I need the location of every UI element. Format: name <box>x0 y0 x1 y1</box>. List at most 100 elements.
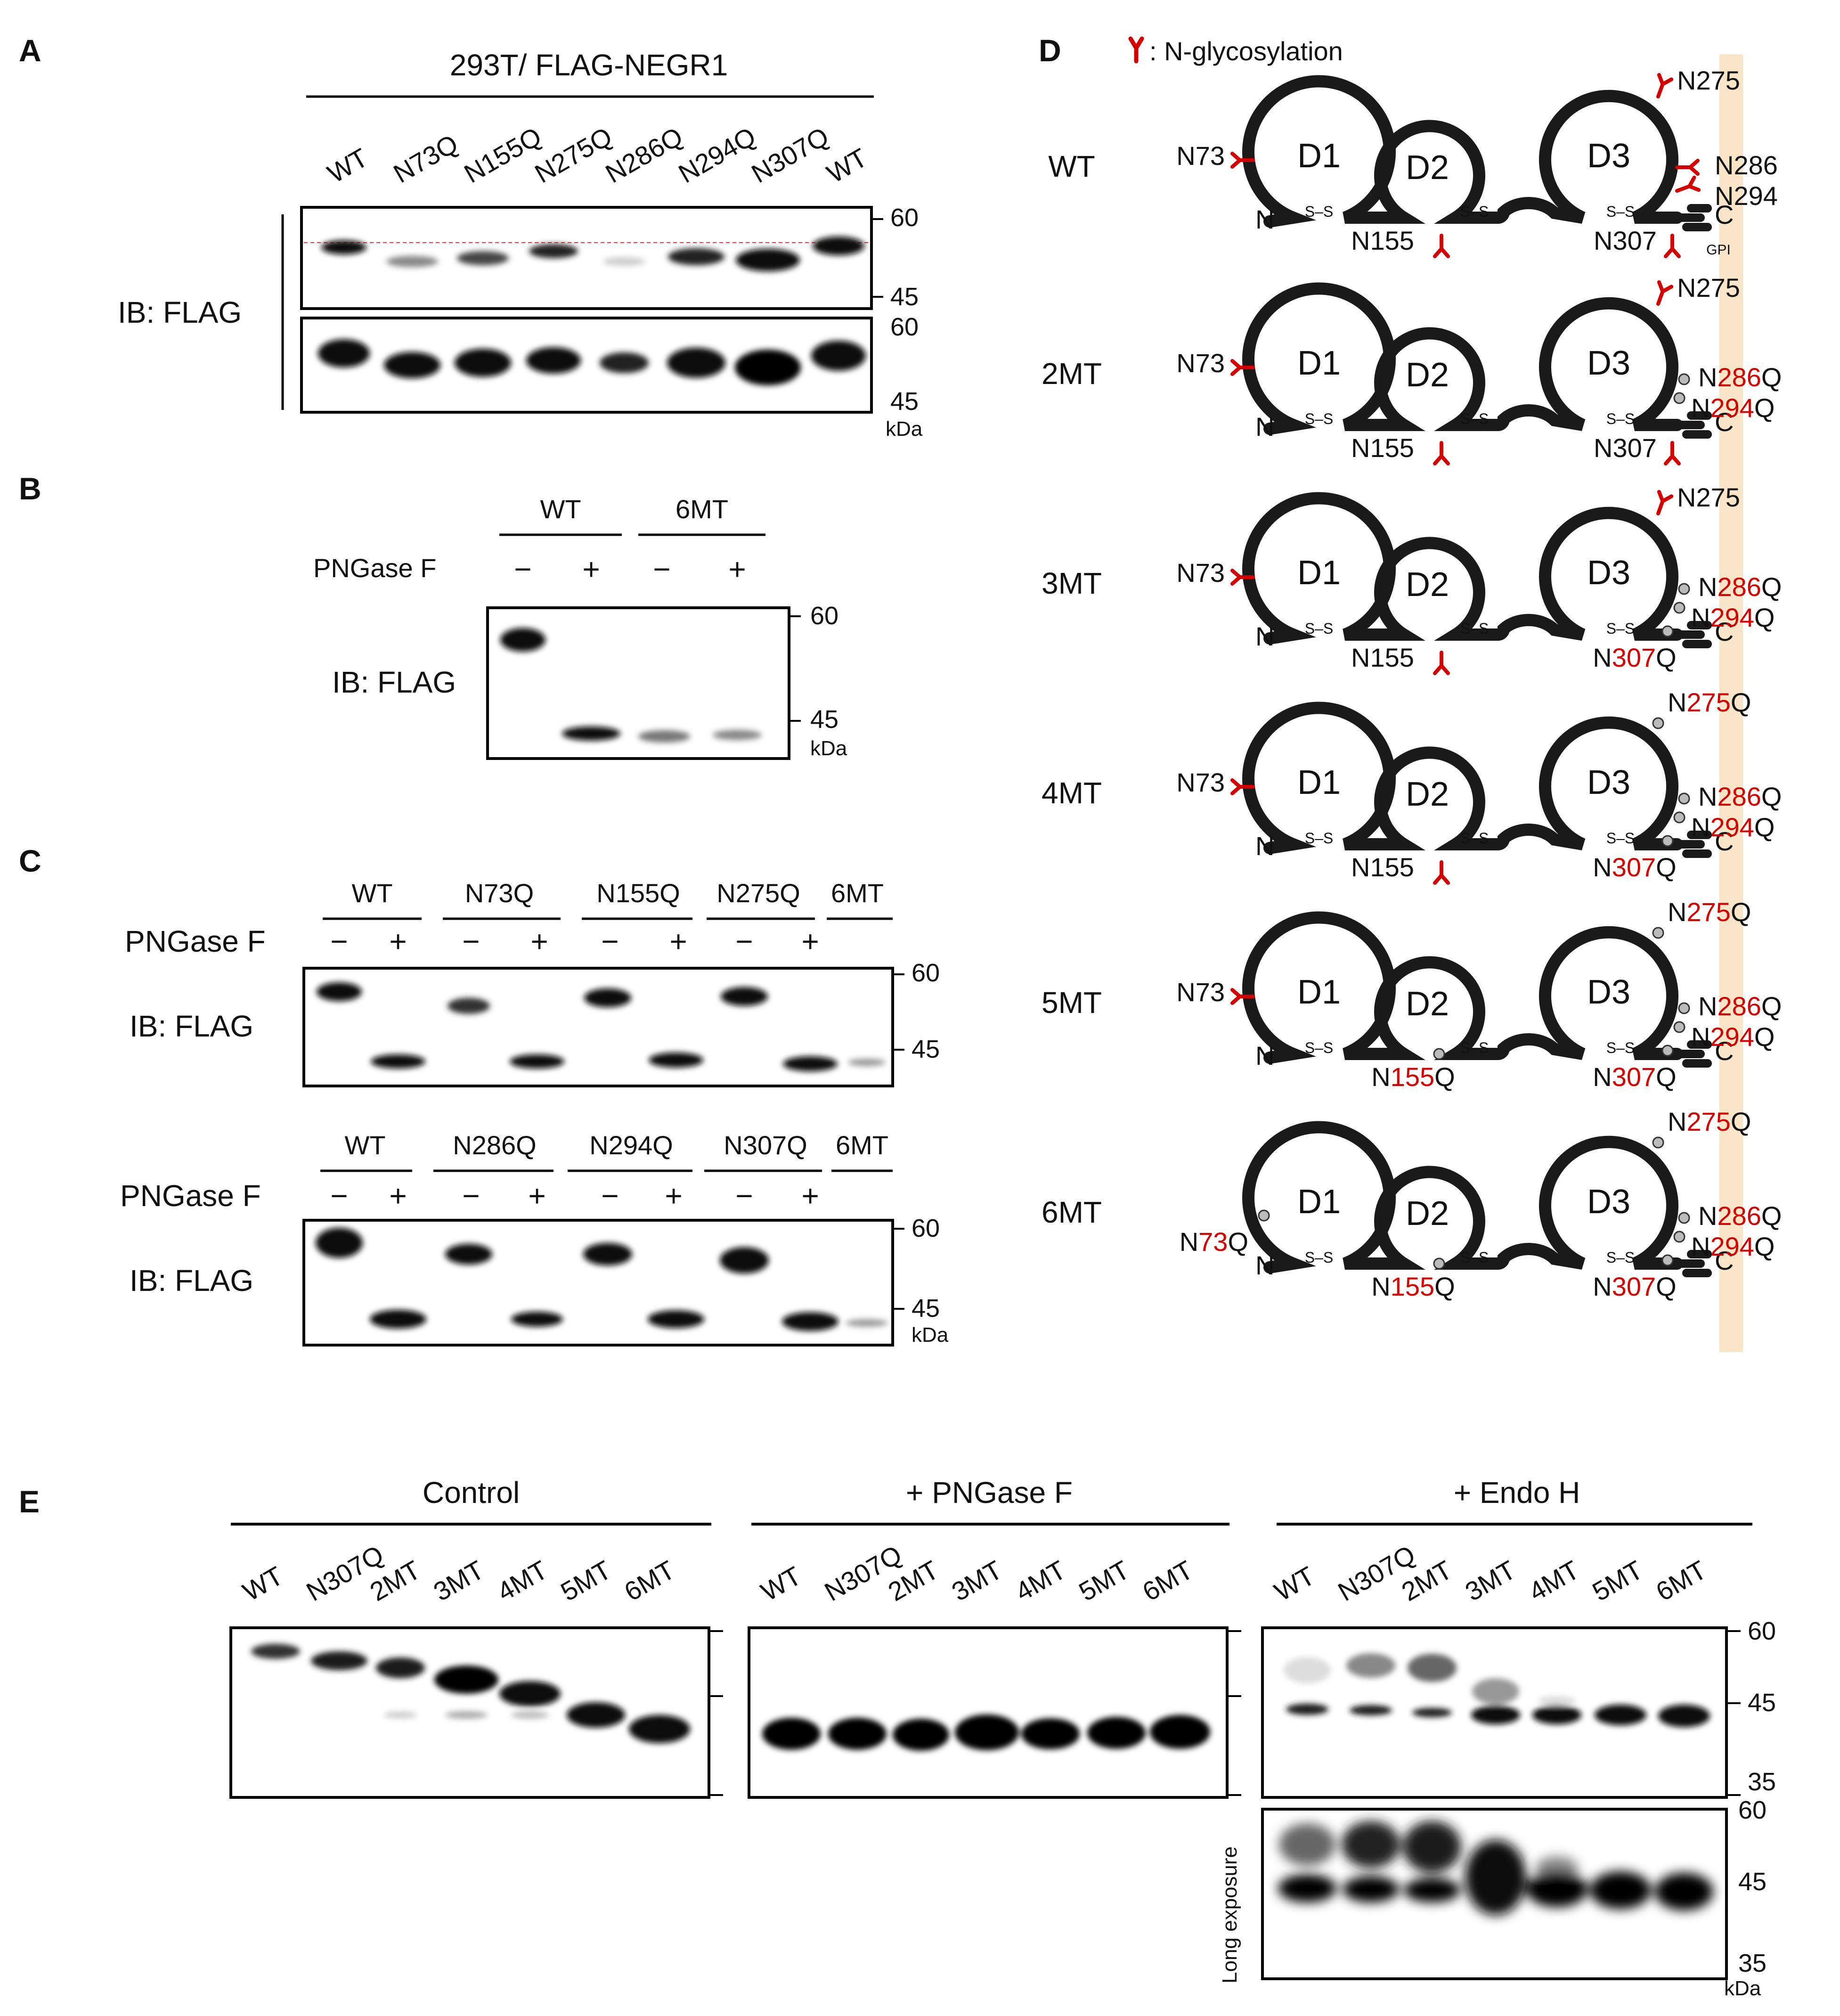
band <box>762 1718 821 1750</box>
site-label: N275 <box>1677 65 1740 95</box>
panel-e-pngase-blot <box>748 1626 1229 1799</box>
mutation-dot <box>1661 625 1674 637</box>
sign: + <box>665 1179 682 1213</box>
protein-backbone <box>1242 702 1683 854</box>
band <box>376 1657 425 1678</box>
gpi-anchor <box>1673 1250 1712 1277</box>
mutation-dot <box>1678 373 1690 385</box>
band <box>455 349 511 377</box>
disulfide-d2: S–S <box>1460 830 1489 847</box>
panel-b-plus: + <box>728 552 746 586</box>
panel-e-lane-label: 5MT <box>1074 1555 1134 1607</box>
sign: − <box>330 924 348 958</box>
sign: + <box>530 924 548 958</box>
band <box>1279 1823 1335 1866</box>
glycan-icon <box>1656 280 1674 306</box>
mutation-dot <box>1652 927 1664 939</box>
n-terminus: N <box>1255 621 1274 651</box>
band <box>638 730 690 743</box>
panel-e-long-mw-45: 45 <box>1738 1868 1767 1896</box>
panel-e-group-control: Control <box>423 1476 520 1510</box>
row-label: WT <box>1048 149 1095 183</box>
band <box>371 1054 425 1069</box>
glycan-icon <box>1230 778 1255 795</box>
band <box>893 1719 949 1751</box>
band <box>648 1310 704 1328</box>
panel-a-lane-n286q: N286Q <box>601 121 688 188</box>
domain-d2: D2 <box>1406 356 1449 394</box>
band <box>783 1056 838 1071</box>
mutation-dot <box>1673 392 1685 404</box>
band <box>846 1319 888 1327</box>
band <box>584 988 631 1007</box>
panel-e-lane-label: 6MT <box>1138 1555 1198 1607</box>
glycan-icon <box>1433 441 1450 465</box>
panel-a-mw-60b: 60 <box>890 313 919 341</box>
panel-c-bottom-group: N307Q <box>724 1130 807 1160</box>
site-label: N294 <box>1715 181 1778 211</box>
band <box>721 987 768 1006</box>
panel-label-b: B <box>19 471 41 506</box>
band <box>1412 1708 1452 1717</box>
site-label: N73 <box>1176 348 1225 378</box>
c-terminus: C <box>1715 826 1734 856</box>
band <box>1655 1873 1713 1910</box>
panel-label-a: A <box>19 33 41 68</box>
mutation-dot <box>1678 1002 1690 1014</box>
panel-a-lane-n294q: N294Q <box>674 121 761 188</box>
panel-c-bottom-signs: − + − + − + − + <box>330 1179 819 1213</box>
disulfide-d1: S–S <box>1305 1039 1333 1056</box>
mutation-dot <box>1661 1045 1674 1057</box>
site-label: N286Q <box>1698 782 1782 811</box>
disulfide-d3: S–S <box>1606 1039 1635 1056</box>
mutation-dot <box>1678 792 1690 805</box>
n-terminus: N <box>1255 204 1274 234</box>
row-label: 2MT <box>1042 357 1102 391</box>
band <box>848 1059 886 1066</box>
band <box>1538 1696 1576 1706</box>
panel-e-lane-label: 6MT <box>619 1555 680 1607</box>
site-label: N286Q <box>1698 572 1782 602</box>
row-label: 3MT <box>1042 566 1102 600</box>
band <box>1471 1706 1520 1724</box>
band <box>1350 1705 1392 1715</box>
glycan-icon <box>1433 234 1450 258</box>
disulfide-d2: S–S <box>1460 1039 1489 1056</box>
sign: + <box>669 924 687 958</box>
sign: − <box>330 1179 348 1213</box>
band <box>1403 1821 1461 1873</box>
band <box>510 1054 564 1069</box>
panel-a-mw-45b: 45 <box>890 387 919 416</box>
site-label: N307 <box>1594 226 1657 255</box>
panel-a-blot-1-bands <box>321 237 864 271</box>
panel-e-lane-label: WT <box>1270 1560 1320 1607</box>
domain-d2: D2 <box>1406 1195 1449 1232</box>
panel-c-bottom-bands <box>316 1228 888 1331</box>
panel-d-legend-text: : N-glycosylation <box>1149 36 1343 66</box>
panel-e-group-endoh: + Endo H <box>1454 1476 1580 1510</box>
site-label: N307Q <box>1593 643 1676 672</box>
glycan-icon <box>1675 159 1700 176</box>
mutation-dot <box>1673 811 1685 824</box>
panel-e-long-exposure-label: Long exposure <box>1218 1846 1241 1983</box>
panel-a-lane-n275q: N275Q <box>530 121 617 188</box>
protein-backbone <box>1242 1121 1683 1273</box>
band <box>562 726 620 741</box>
glycan-icon <box>1230 569 1255 586</box>
panel-e-group-pngase: + PNGase F <box>906 1476 1073 1510</box>
panel-a-lane-n73q: N73Q <box>389 129 463 189</box>
panel-a-lane-n307q: N307Q <box>747 121 834 188</box>
band <box>811 341 866 371</box>
c-terminus: C <box>1715 1036 1734 1066</box>
site-label: N155 <box>1351 852 1414 882</box>
domain-d1: D1 <box>1297 137 1341 175</box>
panel-e-lane-label: 4MT <box>1524 1555 1584 1607</box>
row-label: 4MT <box>1042 776 1102 810</box>
panel-a-ib-label: IB: FLAG <box>118 295 242 329</box>
band <box>1658 1705 1710 1727</box>
mutation-dot <box>1661 835 1674 847</box>
panel-c-top-group: N275Q <box>716 878 800 908</box>
panel-c-top-mw-45: 45 <box>912 1035 940 1063</box>
